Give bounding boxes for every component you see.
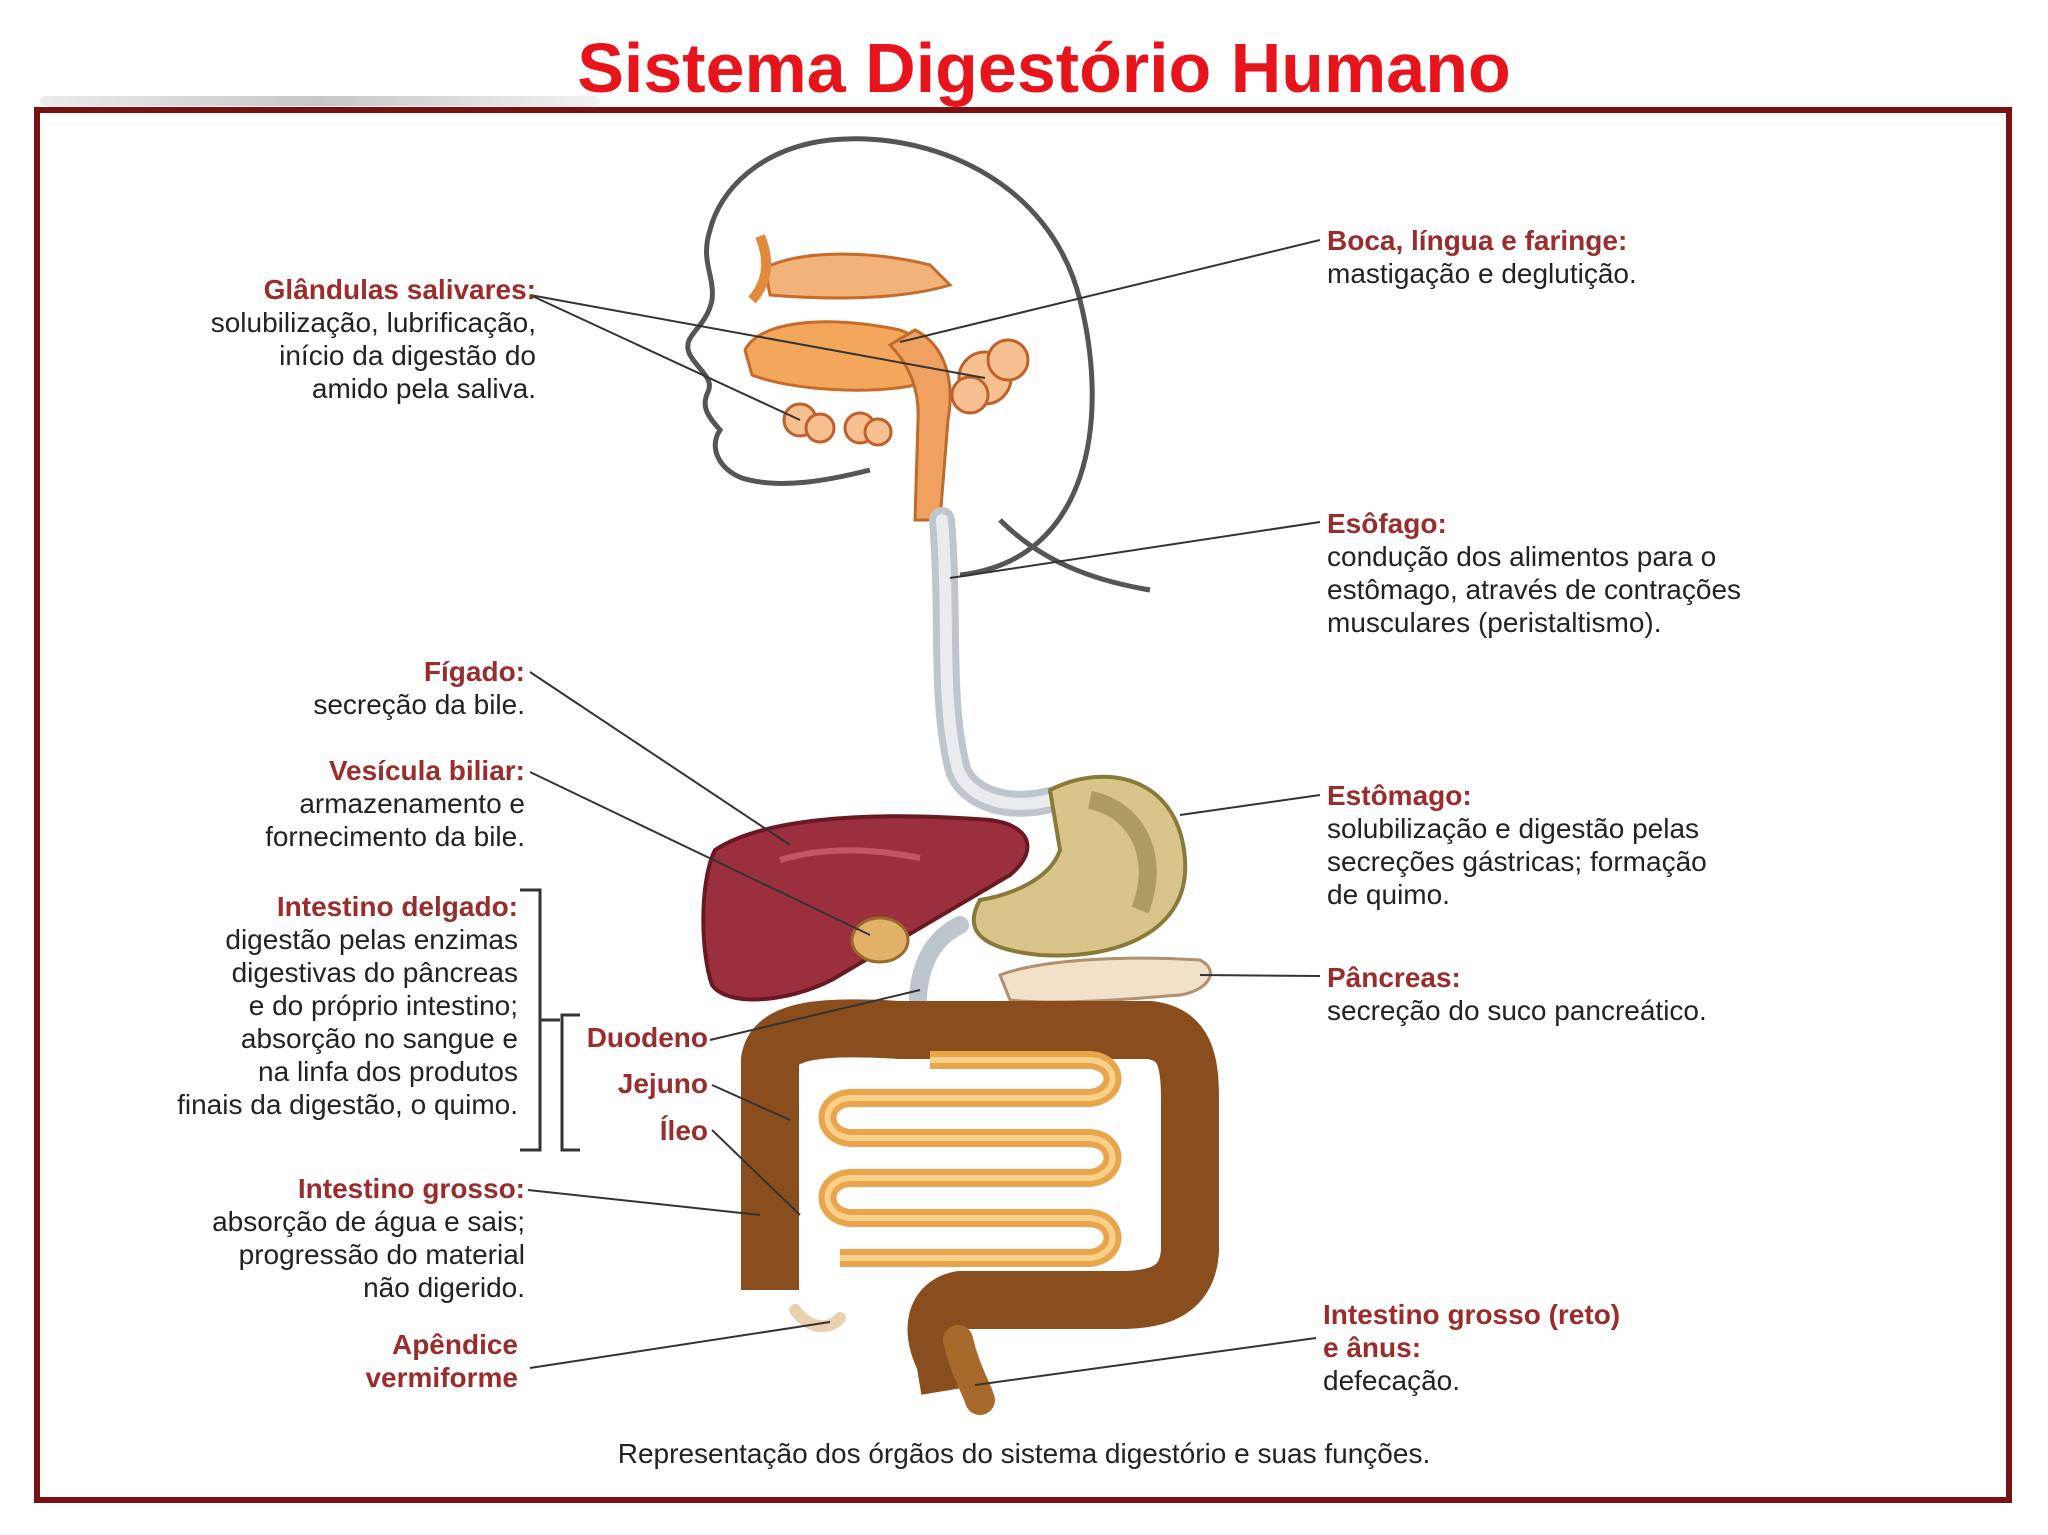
label-heading: Esôfago: (1327, 508, 1447, 539)
label-line: fornecimento da bile. (265, 821, 525, 852)
small-intestine (818, 1051, 1122, 1267)
label-line: e do próprio intestino; (248, 990, 518, 1021)
label-line: secreções gástricas; formação (1327, 846, 1707, 877)
label-esofago: Esôfago: condução dos alimentos para o e… (1327, 507, 1741, 639)
label-line: não digerido. (363, 1272, 525, 1303)
label-heading: e ânus: (1323, 1332, 1422, 1363)
rectum (943, 1325, 995, 1415)
label-heading: Vesícula biliar: (328, 755, 525, 786)
large-intestine (741, 999, 1219, 1395)
leader-lines (527, 239, 1321, 1386)
label-heading: Intestino delgado: (276, 891, 518, 922)
label-line: progressão do material (238, 1239, 525, 1270)
label-line: musculares (peristaltismo). (1327, 607, 1662, 638)
decorative-shadow (40, 96, 600, 106)
label-heading: Intestino grosso (reto) (1323, 1299, 1621, 1330)
neck-back (998, 518, 1151, 593)
label-line: de quimo. (1327, 879, 1450, 910)
label-line: solubilização, lubrificação, (210, 307, 536, 338)
label-heading: Apêndice (391, 1329, 518, 1360)
label-heading: Intestino grosso: (297, 1173, 525, 1204)
liver (701, 814, 1030, 1002)
label-line: amido pela saliva. (311, 373, 536, 404)
label-pancreas: Pâncreas: secreção do suco pancreático. (1327, 961, 1707, 1027)
label-line: absorção de água e sais; (212, 1206, 525, 1237)
label-line: defecação. (1323, 1365, 1460, 1396)
label-heading: Boca, língua e faringe: (1327, 225, 1628, 256)
label-intestino-grosso: Intestino grosso: absorção de água e sai… (212, 1172, 525, 1304)
label-line: absorção no sangue e (240, 1023, 518, 1054)
label-line: digestão pelas enzimas (225, 924, 518, 955)
label-boca-lingua-faringe: Boca, língua e faringe: mastigação e deg… (1327, 224, 1637, 290)
diagram-caption: Representação dos órgãos do sistema dige… (617, 1438, 1431, 1469)
label-jejuno: Jejuno (617, 1068, 708, 1099)
label-glandulas-salivares: Glândulas salivares: solubilização, lubr… (211, 273, 536, 405)
nasal-cavity (748, 234, 772, 304)
pancreas (998, 956, 1212, 1004)
label-figado: Fígado: secreção da bile. (313, 655, 525, 721)
label-line: condução dos alimentos para o (1327, 541, 1717, 572)
label-line: mastigação e deglutição. (1327, 258, 1637, 289)
label-vesicula-biliar: Vesícula biliar: armazenamento e forneci… (265, 754, 525, 853)
label-line: secreção do suco pancreático. (1327, 995, 1707, 1026)
intestine-brackets (520, 888, 580, 1152)
appendix (789, 1304, 846, 1333)
label-heading: Fígado: (423, 656, 525, 687)
label-line: armazenamento e (299, 788, 525, 819)
label-heading: Glândulas salivares: (263, 274, 536, 305)
label-line: secreção da bile. (313, 689, 525, 720)
label-line: solubilização e digestão pelas (1327, 813, 1700, 844)
gallbladder (850, 916, 910, 964)
label-apendice: Apêndice vermiforme (365, 1328, 518, 1394)
head-outline (685, 136, 1095, 578)
label-heading: vermiforme (365, 1362, 518, 1393)
label-reto-anus: Intestino grosso (reto) e ânus: defecaçã… (1323, 1298, 1620, 1397)
label-line: início da digestão do (279, 340, 536, 371)
label-heading: Pâncreas: (1327, 962, 1461, 993)
palate (763, 252, 953, 300)
label-duodeno: Duodeno (586, 1022, 708, 1053)
label-estomago: Estômago: solubilização e digestão pelas… (1327, 779, 1707, 911)
stomach (971, 774, 1188, 958)
label-intestino-delgado: Intestino delgado: digestão pelas enzima… (177, 890, 518, 1121)
page-title: Sistema Digestório Humano (577, 29, 1511, 107)
label-line: estômago, através de contrações (1327, 574, 1742, 605)
pharynx (887, 328, 952, 522)
label-heading: Estômago: (1327, 780, 1472, 811)
label-line: finais da digestão, o quimo. (177, 1089, 518, 1120)
label-line: digestivas do pâncreas (231, 957, 518, 988)
label-ileo: Íleo (659, 1115, 708, 1146)
label-line: na linfa dos produtos (258, 1056, 518, 1087)
